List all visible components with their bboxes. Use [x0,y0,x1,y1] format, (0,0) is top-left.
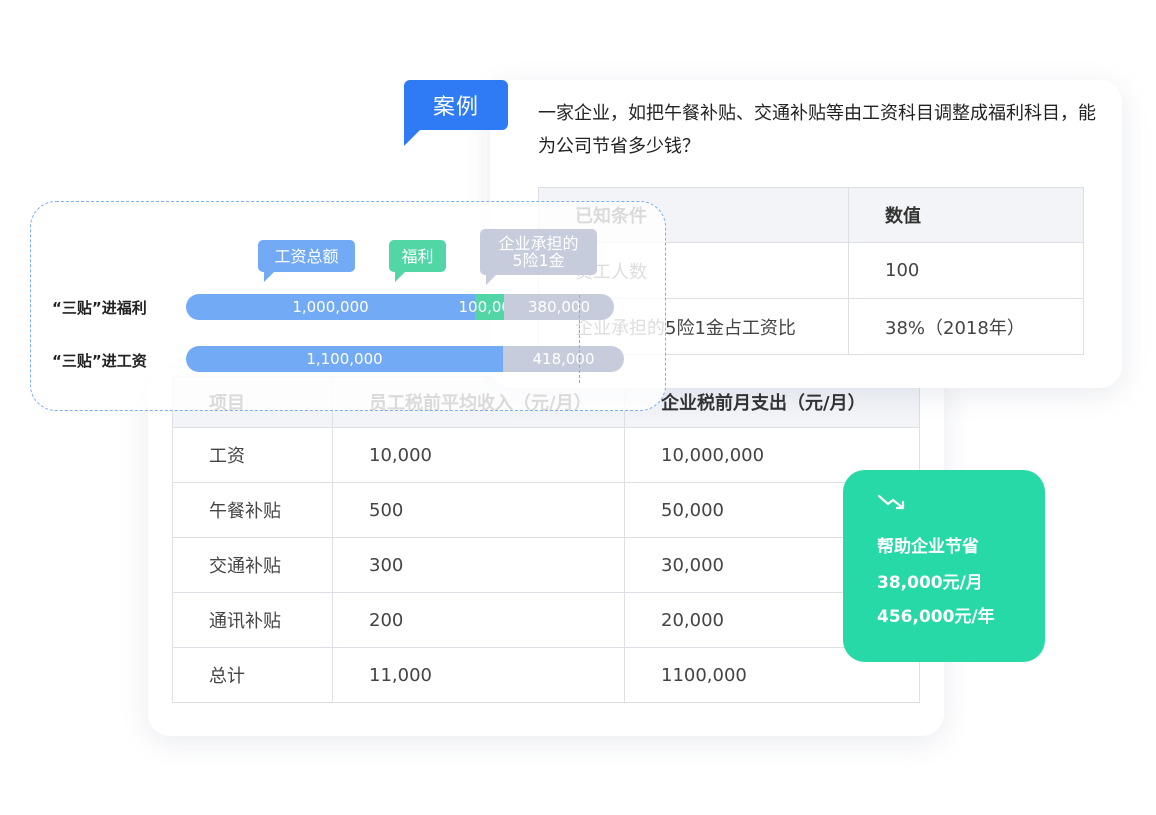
reference-dashed-line [579,295,580,383]
case-tag: 案例 [404,80,508,130]
table-cell: 38%（2018年） [848,298,1084,355]
table-row: 通讯补贴 200 20,000 [172,592,920,648]
table-cell: 工资 [172,427,333,483]
savings-card: 帮助企业节省 38,000元/月 456,000元/年 [843,470,1045,662]
table-cell: 500 [332,482,625,538]
table-row: 交通补贴 300 30,000 [172,537,920,593]
table-cell: 200 [332,592,625,648]
table-row: 总计 11,000 1100,000 [172,647,920,703]
bar-label: “三贴”进工资 [52,352,147,370]
table-header-cell: 数值 [848,187,1084,243]
salary-breakdown-card: 项目 员工税前平均收入（元/月） 企业税前月支出（元/月） 工资 10,000 … [148,368,944,736]
table-cell: 100 [848,242,1084,299]
bar-label: “三贴”进福利 [52,299,147,317]
table-row: 午餐补贴 500 50,000 [172,482,920,538]
savings-yearly: 456,000元/年 [877,607,995,627]
insurance-bubble: 企业承担的 5险1金 [480,229,597,285]
bar-segment: 1,100,000 [186,346,503,372]
bar-segment: 1,000,000 [186,294,475,320]
savings-title: 帮助企业节省 [877,537,979,557]
trend-down-icon [877,494,905,510]
table-cell: 交通补贴 [172,537,333,593]
welfare-bubble: 福利 [389,240,446,282]
bar-segment: 100,000 [458,294,521,320]
bar-segment: 380,000 [504,294,614,320]
table-row: 工资 10,000 10,000,000 [172,427,920,483]
table-cell: 10,000 [332,427,625,483]
salary-total-bubble: 工资总额 [258,240,355,282]
table-cell: 300 [332,537,625,593]
salary-breakdown-table: 项目 员工税前平均收入（元/月） 企业税前月支出（元/月） 工资 10,000 … [172,376,920,703]
table-cell: 总计 [172,647,333,703]
bubble-label: 5险1金 [512,251,565,270]
bubble-label: 福利 [401,246,434,266]
case-question: 一家企业，如把午餐补贴、交通补贴等由工资科目调整成福利科目，能为公司节省多少钱？ [538,103,1096,157]
table-cell: 11,000 [332,647,625,703]
bubble-label: 工资总额 [274,246,339,266]
bubble-label: 企业承担的 [498,234,579,253]
table-cell: 通讯补贴 [172,592,333,648]
savings-monthly: 38,000元/月 [877,573,983,593]
table-cell: 午餐补贴 [172,482,333,538]
bar-segment: 418,000 [503,346,624,372]
